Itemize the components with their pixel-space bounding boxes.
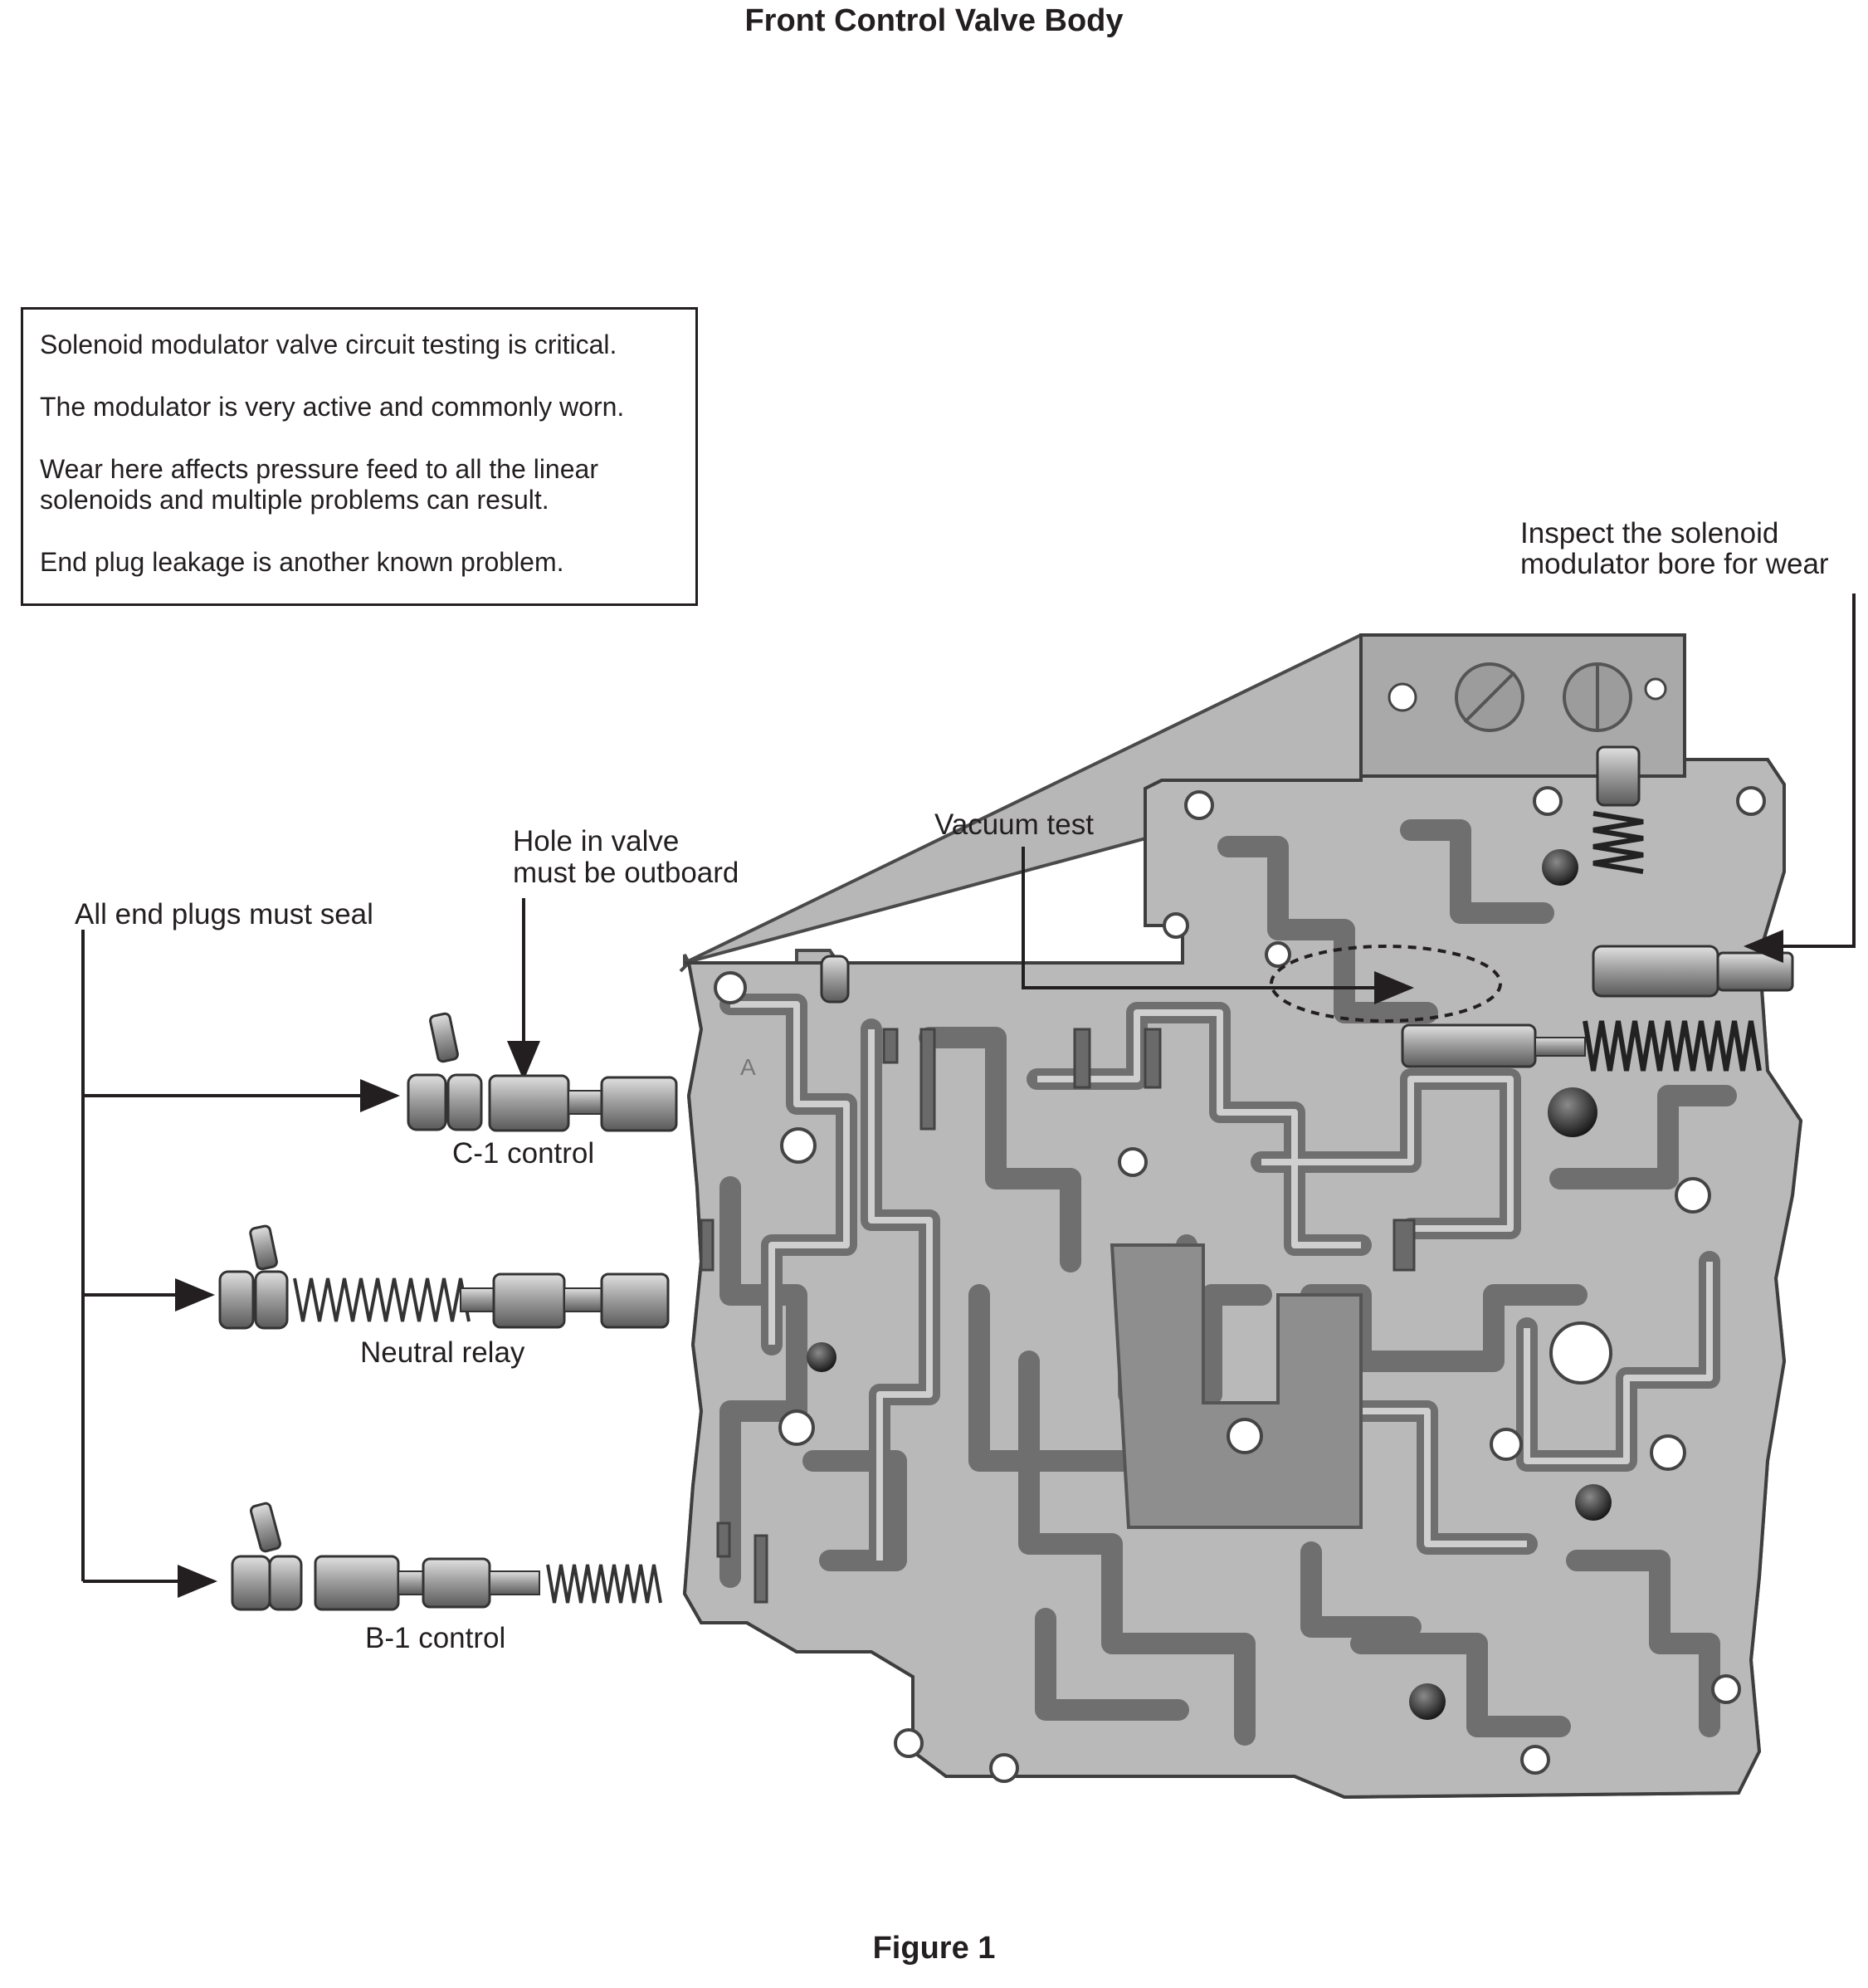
bolt-holes (714, 786, 1766, 1783)
note-box: Solenoid modulator valve circuit testing… (21, 307, 698, 606)
tab-bolt-hole (1388, 682, 1417, 712)
end-plugs-label: All end plugs must seal (75, 898, 373, 931)
tab-bolt-hole-right (1644, 677, 1667, 701)
note-line-4: End plug leakage is another known proble… (40, 547, 564, 577)
note-line-2: The modulator is very active and commonl… (40, 392, 625, 422)
neutral-relay-label: Neutral relay (360, 1336, 525, 1369)
inspect-leader (1744, 593, 1856, 963)
valve-body-casting: A (679, 633, 1803, 1800)
upper-valve-spring (1592, 745, 1644, 874)
vacuum-test-label: Vacuum test (934, 808, 1094, 841)
inspect-label-line2: modulator bore for wear (1520, 548, 1829, 580)
vacuum-test-leader (1022, 847, 1414, 1004)
figure-caption: Figure 1 (872, 1931, 996, 1966)
vacuum-test-highlight (1270, 945, 1502, 1023)
b1-control-parts (231, 1502, 662, 1611)
pin (820, 955, 850, 1004)
c1-control-valve-parts (407, 1012, 678, 1132)
page-title: Front Control Valve Body (744, 3, 1124, 38)
valve-slots (700, 1028, 1416, 1604)
solenoid-modulator-valve (1401, 945, 1794, 1072)
check-balls (807, 849, 1612, 1720)
svg-text:A: A (740, 1054, 756, 1080)
central-recess (1110, 1243, 1363, 1529)
neutral-relay-parts (218, 1224, 670, 1330)
note-line-1: Solenoid modulator valve circuit testing… (40, 330, 617, 359)
hole-label-line2: must be outboard (513, 857, 739, 889)
c1-control-label: C-1 control (452, 1137, 595, 1170)
note-line-3: Wear here affects pressure feed to all t… (40, 454, 598, 515)
b1-control-label: B-1 control (365, 1622, 506, 1654)
hole-label-line1: Hole in valve (513, 825, 680, 857)
inspect-label-line1: Inspect the solenoid (1520, 517, 1779, 550)
